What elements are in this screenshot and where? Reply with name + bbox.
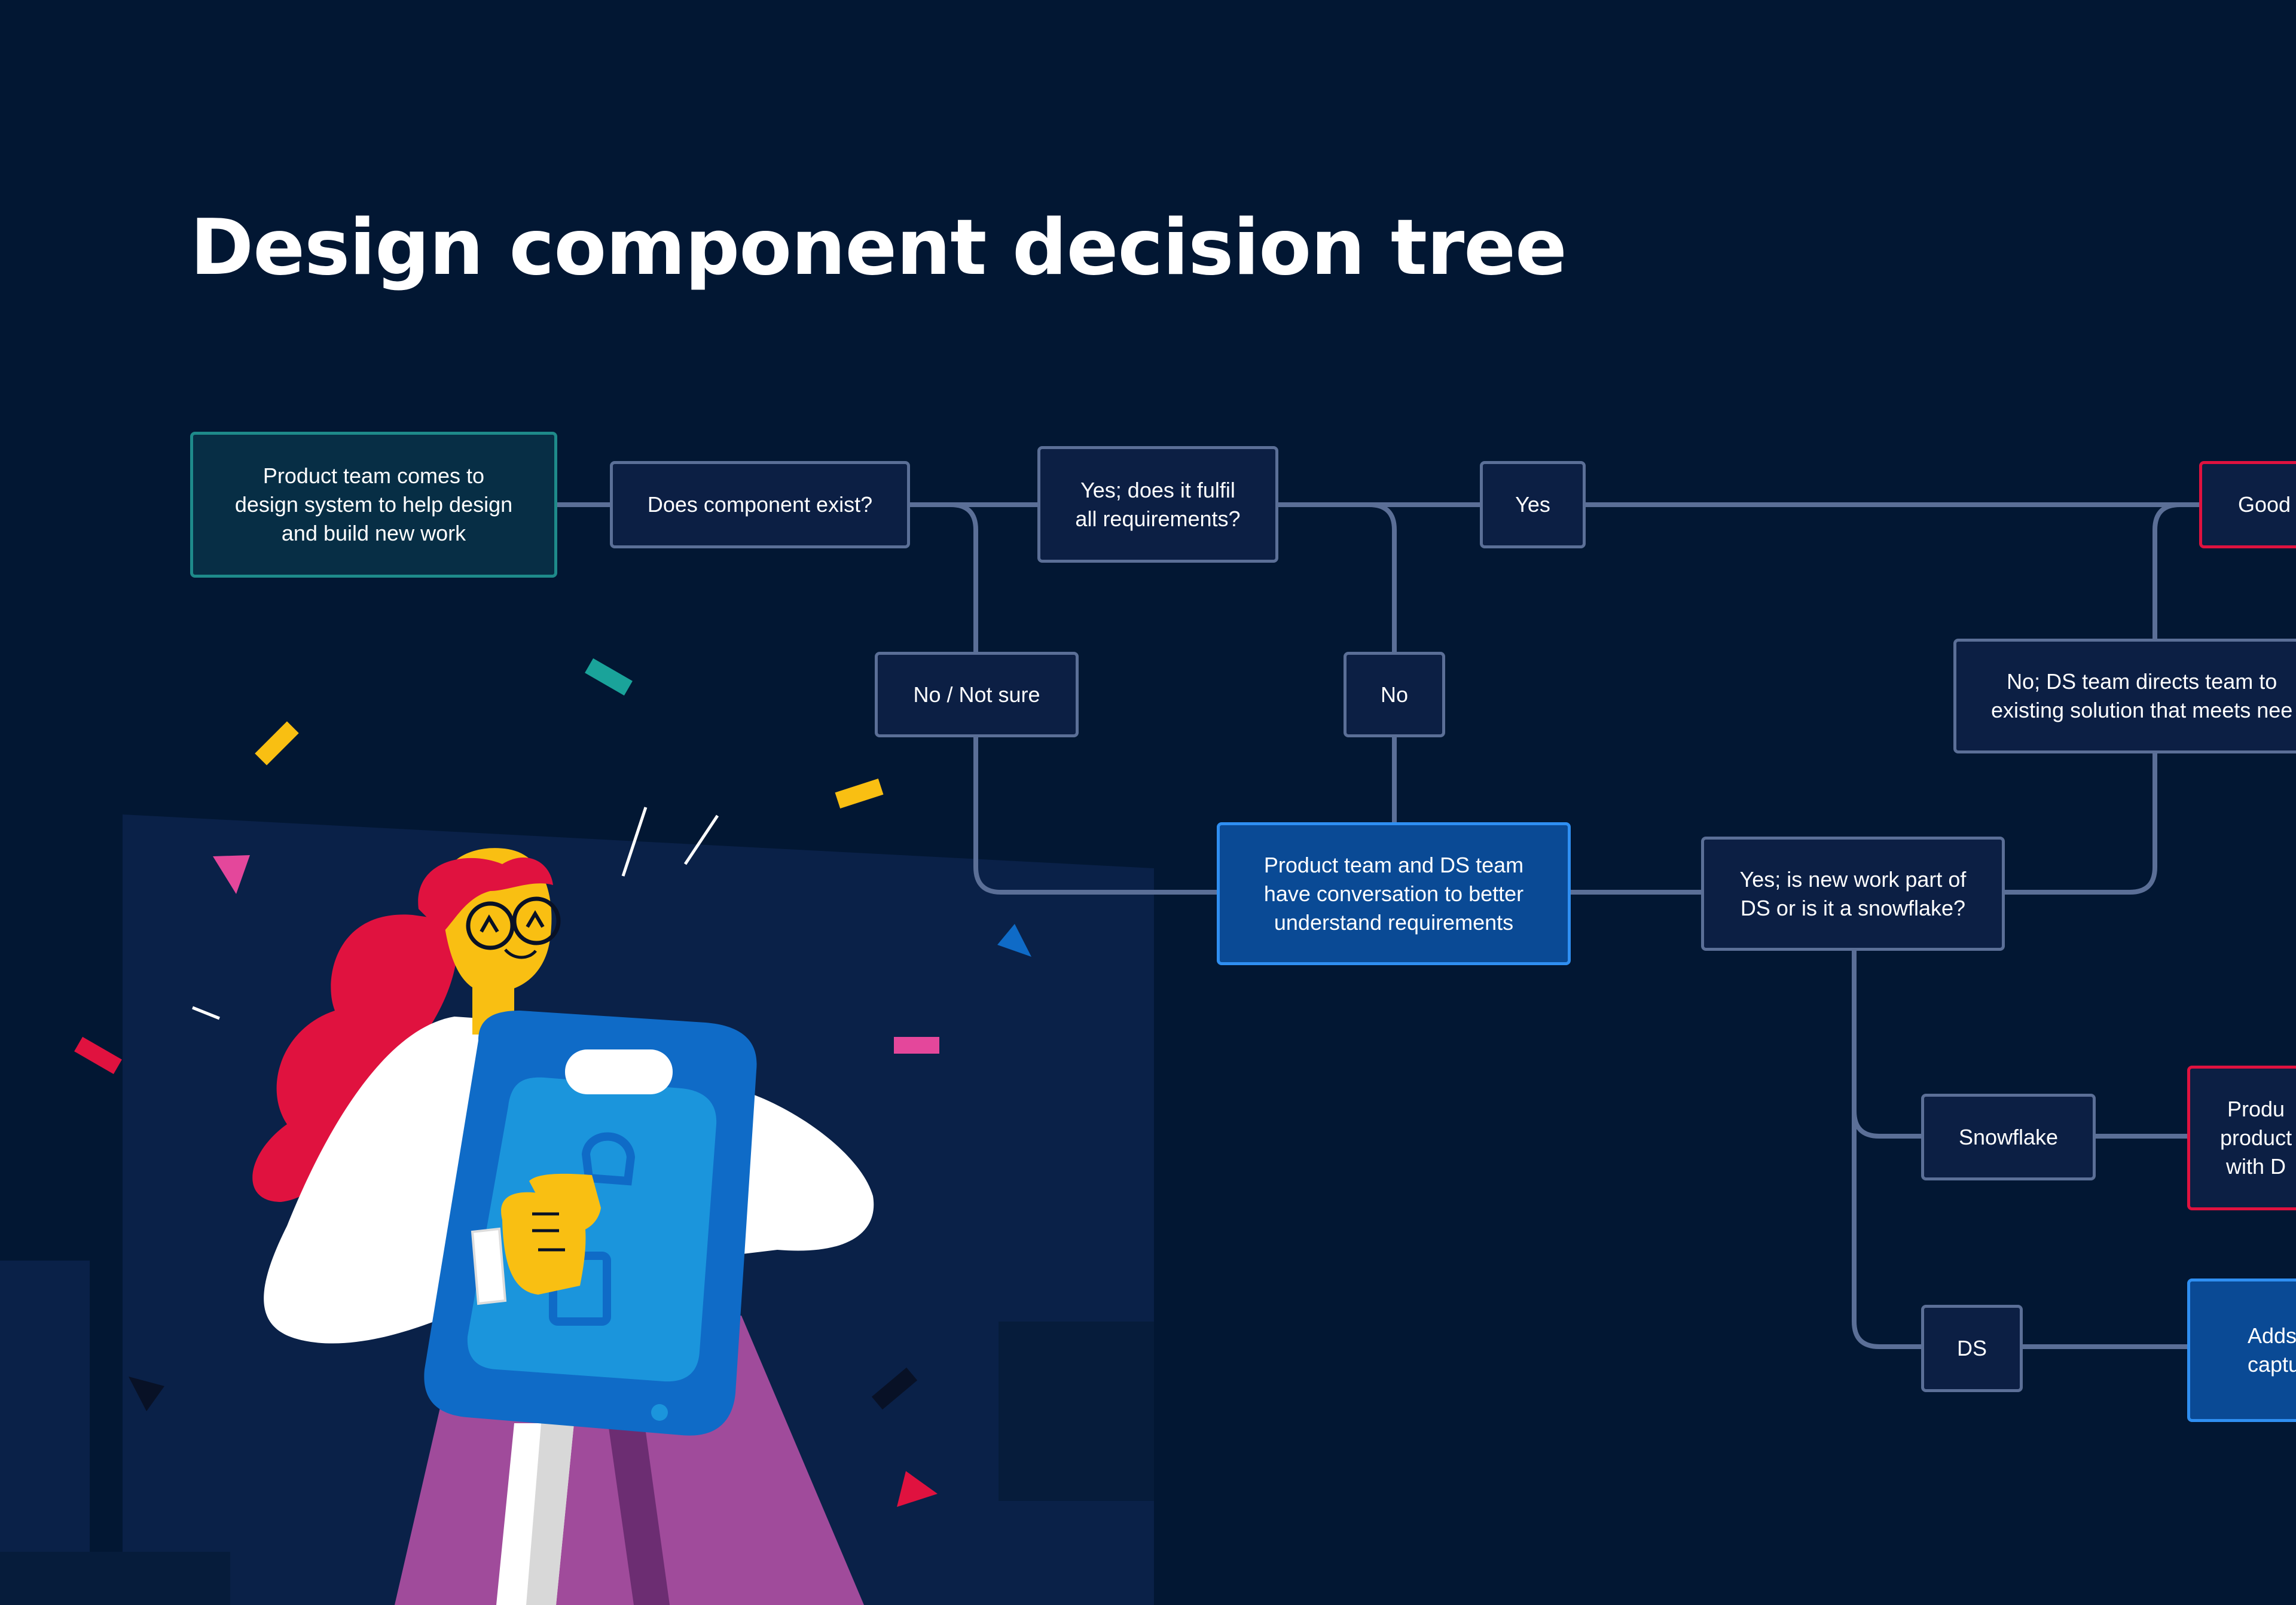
character-glasses-left <box>466 901 515 950</box>
node-good-label: Good <box>2238 492 2291 517</box>
node-component-exists-label: Does component exist? <box>647 492 873 517</box>
character-hand-right <box>529 1173 601 1234</box>
node-ds-outcome-label: Adds captu <box>2248 1323 2296 1377</box>
character-hair <box>252 914 458 1202</box>
node-no-not-sure-label: No / Not sure <box>913 682 1040 707</box>
character-hair-top <box>418 857 553 933</box>
node-no-not-sure: No / Not sure <box>875 652 1079 737</box>
node-new-work-part-label: Yes; is new work part of DS or is it a s… <box>1739 866 1967 920</box>
connector-good-to-directs <box>2152 502 2202 641</box>
character-smile <box>504 948 537 959</box>
node-snowflake-outcome: Produ product with D <box>2187 1066 2296 1210</box>
character-glasses-right <box>512 896 561 945</box>
node-good: Good <box>2199 461 2296 548</box>
connector-newwork-down <box>1852 948 1923 1349</box>
confetti-yellow-2 <box>835 778 884 809</box>
padlock-icon-top <box>581 1132 636 1186</box>
node-start-label: Product team comes to design system to h… <box>234 463 513 545</box>
character-eye-left <box>480 914 499 933</box>
node-fulfil-requirements-label: Yes; does it fulfil all requirements? <box>1075 477 1241 531</box>
node-component-exists: Does component exist? <box>610 461 910 548</box>
node-snowflake-outcome-label: Produ product with D <box>2220 1097 2292 1179</box>
node-ds: DS <box>1921 1305 2023 1392</box>
confetti-dark-rect <box>871 1367 918 1410</box>
node-yes: Yes <box>1480 461 1586 548</box>
key-blade-shade <box>526 1423 574 1605</box>
character-cuff <box>471 1227 507 1305</box>
confetti-blue-triangle <box>997 924 1031 957</box>
connector-nosure-down <box>973 735 1219 895</box>
node-conversation-label: Product team and DS team have conversati… <box>1263 852 1524 935</box>
connector-fulfil-down <box>1276 502 1397 654</box>
node-ds-label: DS <box>1956 1336 1987 1360</box>
sparkle-line-1 <box>621 807 648 877</box>
node-new-work-part: Yes; is new work part of DS or is it a s… <box>1701 837 2005 951</box>
node-yes-label: Yes <box>1515 492 1550 517</box>
confetti-pink-triangle <box>213 855 250 894</box>
node-no-label: No <box>1380 682 1409 707</box>
node-ds-directs-label: No; DS team directs team to existing sol… <box>1991 669 2293 722</box>
confetti-red-triangle <box>897 1471 938 1507</box>
confetti-yellow-1 <box>255 721 299 765</box>
sparkle-line-2 <box>683 814 719 865</box>
character-eye-right <box>526 910 545 928</box>
node-ds-directs: No; DS team directs team to existing sol… <box>1953 639 2296 753</box>
illustration-backdrop-dark-block <box>999 1322 1154 1501</box>
character-illustration <box>252 848 874 1605</box>
node-conversation: Product team and DS team have conversati… <box>1217 822 1571 965</box>
node-fulfil-requirements: Yes; does it fulfil all requirements? <box>1037 446 1278 563</box>
illustration-backdrop-left-block <box>0 1552 230 1605</box>
sparkle-line-3 <box>192 1006 220 1020</box>
key-dot <box>651 1404 668 1421</box>
page-title: Design component decision tree <box>190 203 1567 292</box>
connector-newwork-to-directs <box>2002 751 2157 895</box>
node-ds-outcome: Adds captu <box>2187 1278 2296 1422</box>
connector-branch-snowflake <box>1852 1110 1923 1139</box>
confetti <box>74 658 1031 1507</box>
node-snowflake-label: Snowflake <box>1958 1124 2059 1149</box>
confetti-red <box>74 1036 122 1075</box>
key-head-face <box>467 1077 717 1382</box>
confetti-dark-triangle <box>129 1377 164 1411</box>
connector-exist-down <box>908 502 978 654</box>
node-snowflake: Snowflake <box>1921 1094 2096 1180</box>
node-start: Product team comes to design system to h… <box>190 432 557 578</box>
key-hole <box>565 1049 673 1094</box>
confetti-pink <box>894 1037 939 1054</box>
node-no: No <box>1344 652 1445 737</box>
connectors <box>555 502 2202 1349</box>
confetti-teal <box>585 658 633 696</box>
